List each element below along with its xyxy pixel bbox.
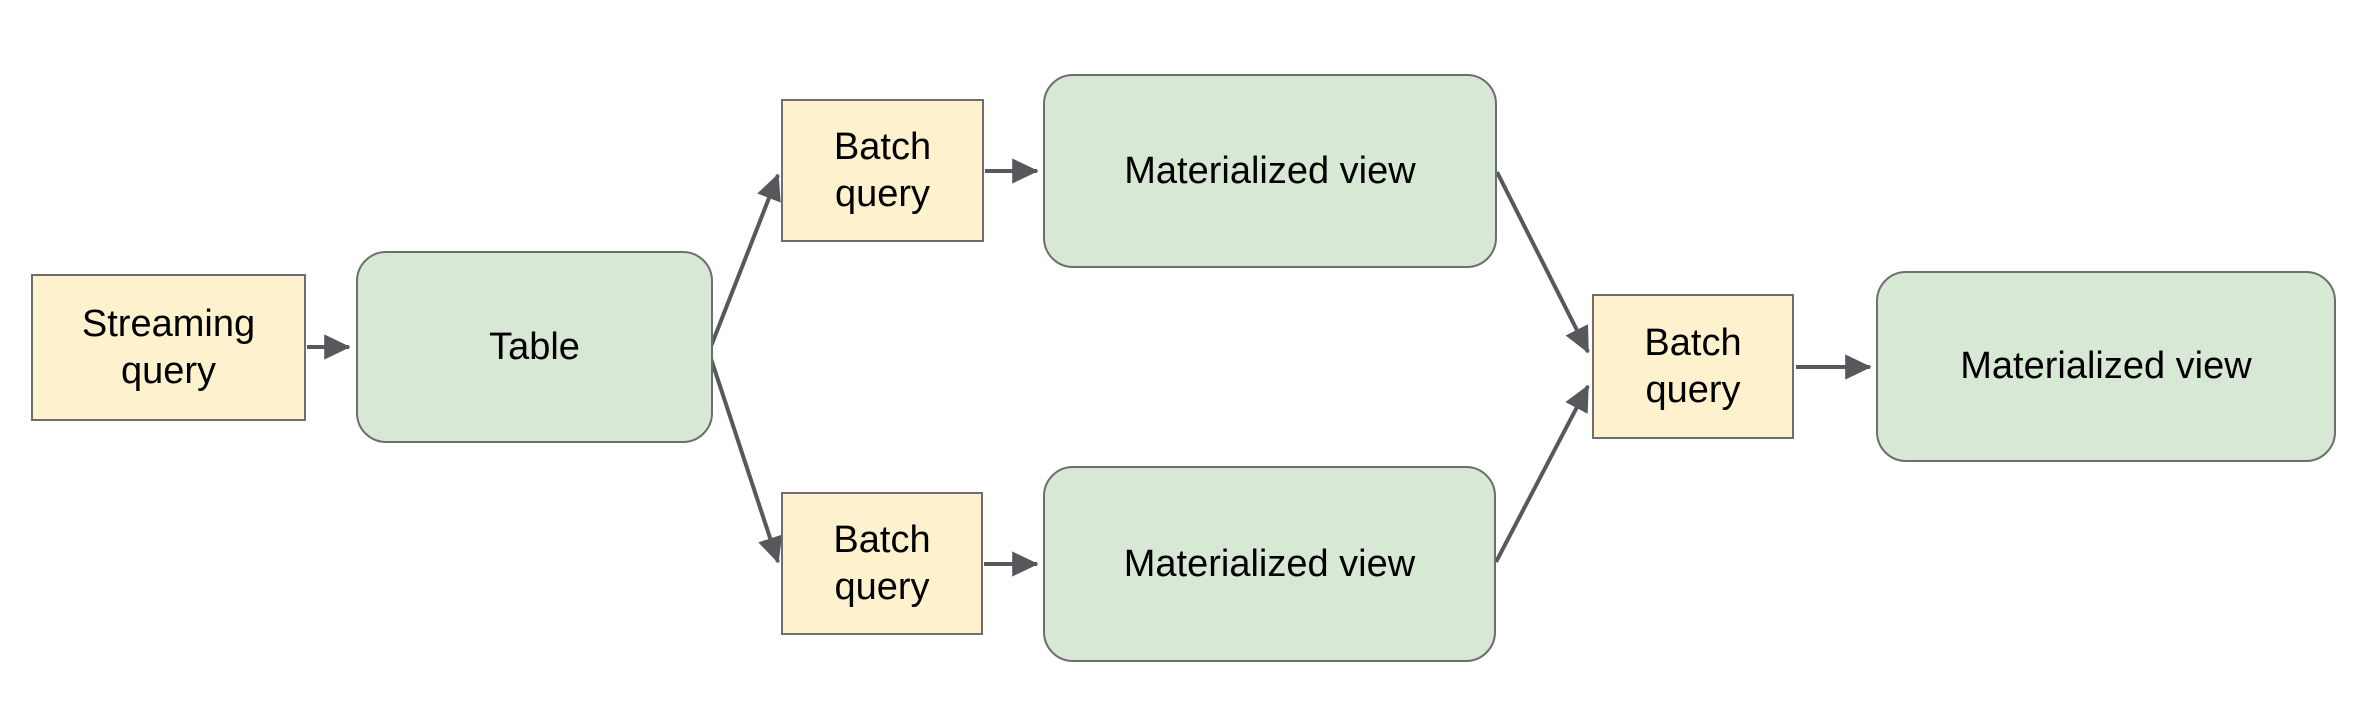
node-batch-query-top[interactable]: Batch query: [781, 99, 984, 242]
edge-mv-bottom-to-batch-join: [1494, 384, 1590, 563]
node-materialized-view-top[interactable]: Materialized view: [1043, 74, 1497, 268]
node-materialized-view-bottom[interactable]: Materialized view: [1043, 466, 1496, 662]
node-table[interactable]: Table: [356, 251, 713, 443]
node-materialized-view-final[interactable]: Materialized view: [1876, 271, 2336, 462]
node-materialized-view-top-label: Materialized view: [1124, 149, 1416, 192]
node-batch-query-bottom[interactable]: Batch query: [781, 492, 983, 635]
node-batch-query-join-label: Batch query: [1644, 322, 1742, 411]
node-table-label: Table: [489, 325, 580, 368]
node-materialized-view-final-label: Materialized view: [1960, 345, 2252, 388]
node-streaming-query-label: Streaming query: [81, 303, 256, 392]
node-streaming-query[interactable]: Streaming query: [31, 274, 306, 421]
node-batch-query-bottom-label: Batch query: [833, 519, 931, 608]
node-materialized-view-bottom-label: Materialized view: [1123, 542, 1416, 585]
edge-mv-top-to-batch-join: [1495, 171, 1590, 354]
node-batch-query-join[interactable]: Batch query: [1592, 294, 1794, 439]
node-batch-query-top-label: Batch query: [833, 126, 932, 215]
